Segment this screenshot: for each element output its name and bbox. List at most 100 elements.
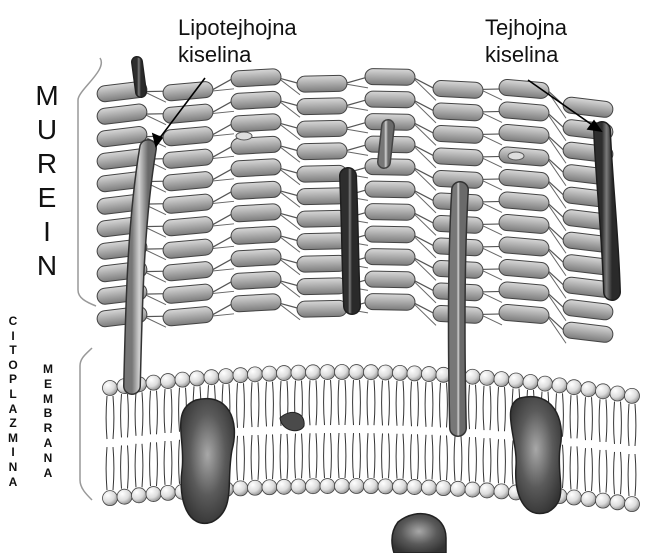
glycan-unit <box>297 75 347 92</box>
cytoplasmic-letter: C <box>9 314 18 329</box>
membrane-letter: M <box>43 392 53 407</box>
lipid-head <box>567 380 582 395</box>
lipid-head <box>233 481 248 496</box>
lipid-tail <box>447 383 448 428</box>
lipid-head <box>103 491 118 506</box>
peptide-crosslink <box>412 122 436 145</box>
glycan-unit <box>162 261 213 281</box>
murein-letter: I <box>43 215 51 249</box>
cytoplasmic-letter: I <box>11 445 14 460</box>
lipid-head <box>117 489 132 504</box>
lipid-head <box>204 370 219 385</box>
membrane-letter: A <box>44 466 53 481</box>
lipid-tail <box>483 438 484 482</box>
glycan-unit <box>365 181 415 198</box>
lipid-head <box>320 365 335 380</box>
lipid-head <box>436 481 451 496</box>
lipid-tail <box>164 441 165 485</box>
cytoplasmic-letter: T <box>9 343 16 358</box>
peptide-crosslink <box>412 212 436 235</box>
lipid-tail <box>287 434 288 479</box>
glycan-unit <box>297 210 347 227</box>
lipid-head <box>161 374 176 389</box>
glycan-unit <box>498 236 549 256</box>
glycan-unit <box>562 321 614 343</box>
lipid-tail <box>244 383 245 428</box>
lipid-head <box>175 372 190 387</box>
peptide-crosslink <box>344 99 368 106</box>
glycan-unit <box>231 203 282 222</box>
membrane-letter: A <box>44 436 53 451</box>
lipid-tail <box>374 433 375 478</box>
lipid-tail <box>258 382 259 427</box>
lipid-tail <box>382 380 383 425</box>
peptide-crosslink <box>412 279 436 291</box>
murein-letter: E <box>38 181 57 215</box>
glycan-unit <box>498 281 549 301</box>
lipid-tail <box>490 438 491 482</box>
lipid-tail <box>585 448 586 491</box>
lipid-head <box>393 479 408 494</box>
glycan-unit <box>297 120 347 137</box>
glycan-unit <box>162 216 213 236</box>
glycan-unit <box>231 248 282 267</box>
peptide-crosslink <box>412 167 436 190</box>
lipid-tail <box>635 404 636 446</box>
lipid-head <box>291 365 306 380</box>
glycan-unit <box>297 300 347 317</box>
lipid-tail <box>331 380 332 425</box>
lipid-tail <box>150 391 151 435</box>
lipid-head <box>451 481 466 496</box>
cytoplasmic-letter: A <box>9 475 18 490</box>
lipoteichoic-acid-label: Lipotejhojna kiselina <box>178 14 297 68</box>
lipid-tail <box>440 435 441 480</box>
membrane-letter: N <box>44 451 53 466</box>
lipid-head <box>596 493 611 508</box>
peptide-crosslink <box>344 151 368 155</box>
lipid-head <box>378 365 393 380</box>
lipid-tail <box>338 433 339 478</box>
lipid-head <box>146 487 161 502</box>
lipid-tail <box>251 435 252 480</box>
peptide-crosslink <box>412 144 436 156</box>
lipid-tail <box>461 436 462 481</box>
lipid-head <box>103 381 118 396</box>
lipid-head <box>610 495 625 510</box>
lipid-head <box>233 368 248 383</box>
lipid-tail <box>171 389 172 433</box>
lipid-tail <box>142 392 143 436</box>
peptide-crosslink <box>412 257 436 269</box>
peptide-crosslink <box>412 189 436 201</box>
cytoplasmic-letter: P <box>9 372 17 387</box>
lipid-tail <box>396 434 397 479</box>
lipid-head <box>262 366 277 381</box>
glycan-unit <box>162 193 213 213</box>
cytoplasmic-letter: A <box>9 402 18 417</box>
lipid-tail <box>258 435 259 480</box>
murein-letter: U <box>37 113 57 147</box>
glycan-unit <box>498 259 549 279</box>
glycan-unit <box>231 91 282 110</box>
glycan-unit <box>365 91 415 108</box>
glycan-unit <box>365 294 415 311</box>
glycan-unit <box>365 69 415 86</box>
peptide-crosslink <box>412 302 436 325</box>
peptide-crosslink <box>412 257 436 280</box>
lipid-head <box>581 382 596 397</box>
peptide-crosslink <box>344 84 368 88</box>
lipid-tail <box>266 382 267 427</box>
lipid-head <box>291 479 306 494</box>
lipid-tail <box>599 450 600 493</box>
lipid-tail <box>585 397 586 440</box>
cytoplasmic-letter: Z <box>9 416 16 431</box>
lipid-tail <box>403 381 404 426</box>
membrane-letter: M <box>43 362 53 377</box>
peptide-crosslink <box>412 212 436 224</box>
lipoteichoic-label-line1: Lipotejhojna <box>178 14 297 41</box>
lipid-tail <box>295 434 296 479</box>
cytoplasmic-letter: M <box>8 431 18 446</box>
membrane-protein <box>181 397 562 553</box>
lipid-tail <box>360 380 361 425</box>
